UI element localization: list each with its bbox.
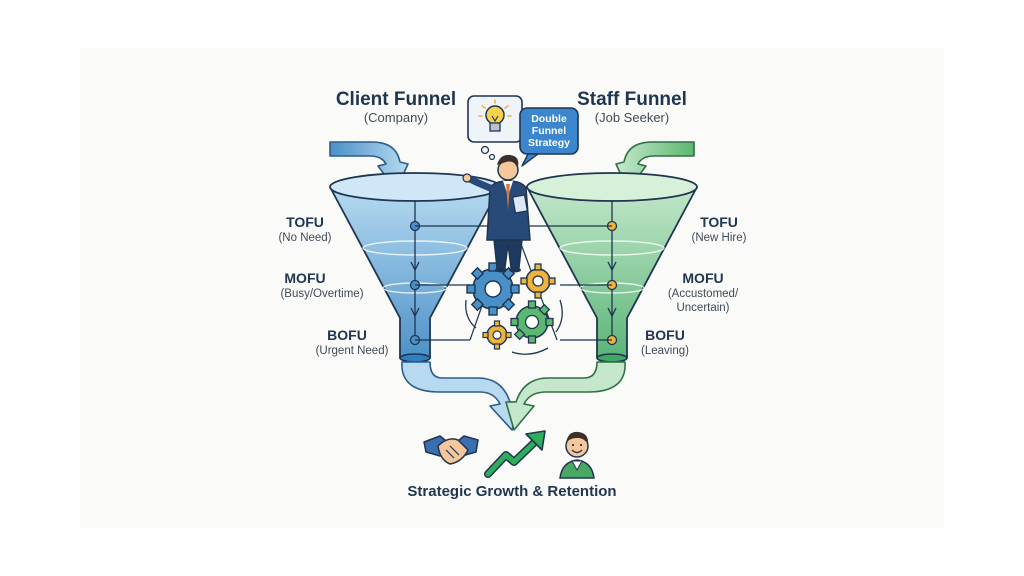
businessman-icon xyxy=(462,154,531,273)
staff-merge-arrow xyxy=(505,361,626,431)
speech-bubble-line-2: Funnel xyxy=(531,125,567,137)
client-merge-arrow xyxy=(401,361,521,431)
staff-funnel-title: Staff Funnel xyxy=(577,89,687,110)
staff-funnel-subtitle: (Job Seeker) xyxy=(594,110,670,125)
client-stage-bofu-desc: (Urgent Need) xyxy=(315,345,389,357)
gears-icon xyxy=(465,262,563,355)
client-stage-mofu: MOFU xyxy=(284,270,326,286)
speech-bubble xyxy=(519,107,579,167)
staff-stage-bofu: BOFU xyxy=(645,327,685,343)
staff-stage-mofu: MOFU xyxy=(682,270,724,286)
staff-stage-tofu-desc: (New Hire) xyxy=(691,232,747,244)
growth-arrow-icon xyxy=(484,430,546,478)
speech-bubble-line-3: Strategy xyxy=(527,137,570,149)
staff-stage-mofu-desc: (Accustomed/ Uncertain) xyxy=(650,287,756,315)
staff-stage-mofu-desc-line-2: Uncertain) xyxy=(676,302,730,314)
footer-caption: Strategic Growth & Retention xyxy=(407,483,617,500)
speech-bubble-line-1: Double xyxy=(531,113,567,125)
client-funnel-subtitle: (Company) xyxy=(363,110,429,125)
client-stage-tofu: TOFU xyxy=(286,214,324,230)
staff-stage-tofu: TOFU xyxy=(700,214,738,230)
client-stage-tofu-desc: (No Need) xyxy=(278,232,332,244)
staff-stage-mofu-desc-line-1: (Accustomed/ xyxy=(667,288,739,300)
client-stage-bofu: BOFU xyxy=(327,327,367,343)
client-funnel-title: Client Funnel xyxy=(335,89,457,110)
speech-bubble-text: Double Funnel Strategy xyxy=(520,113,578,149)
lightbulb-icon xyxy=(467,95,523,161)
happy-employee-icon xyxy=(559,431,595,479)
staff-funnel xyxy=(526,172,698,363)
client-stage-mofu-desc: (Busy/Overtime) xyxy=(280,288,364,300)
staff-stage-bofu-desc: (Leaving) xyxy=(641,345,689,357)
handshake-icon xyxy=(423,435,479,465)
